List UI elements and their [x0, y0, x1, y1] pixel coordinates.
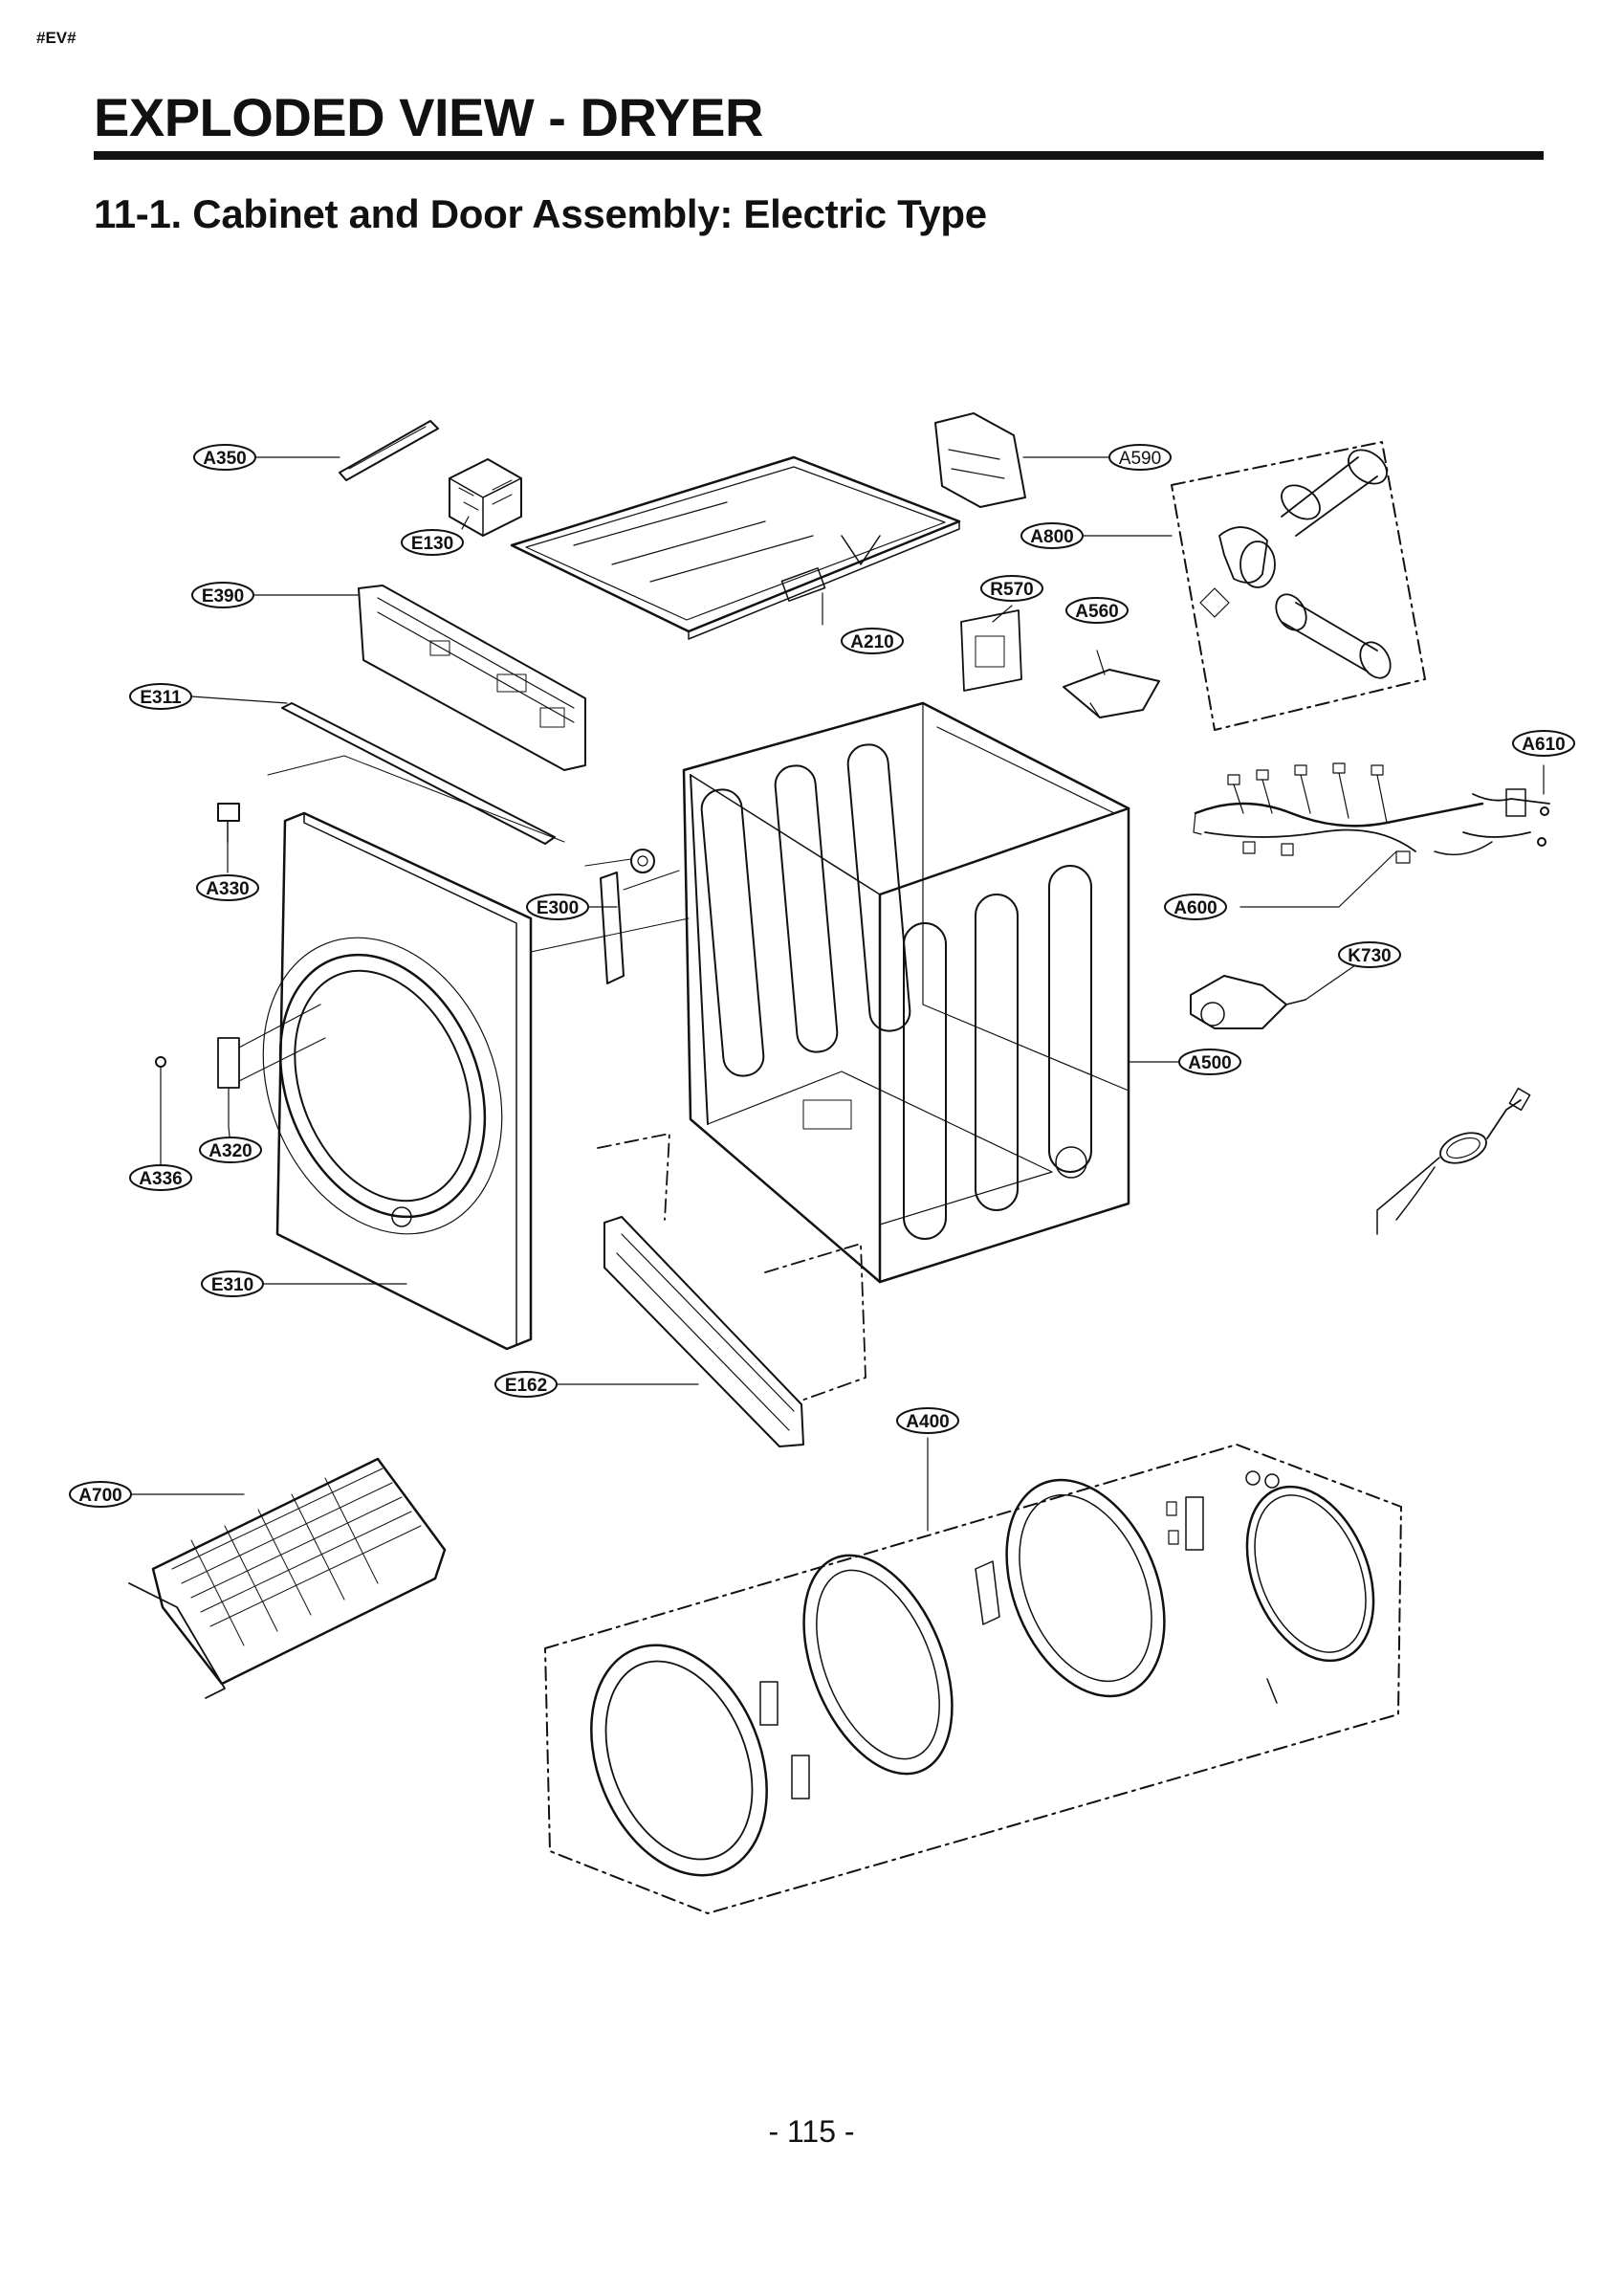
top-panel-part	[510, 455, 961, 640]
callout-label: A400	[906, 1412, 949, 1432]
switch-part-a330	[217, 803, 240, 843]
callout-a500: A500	[1178, 1049, 1241, 1075]
callout-label: E300	[537, 898, 579, 918]
screw-part-a336	[155, 1056, 166, 1149]
callout-label: E162	[505, 1376, 547, 1396]
page-title: EXPLODED VIEW - DRYER	[94, 87, 763, 147]
page-number: - 115 -	[768, 2114, 855, 2149]
duct-part-a560	[1063, 669, 1160, 718]
callout-label: A336	[139, 1169, 182, 1189]
callout-label: A350	[203, 449, 246, 469]
callout-label: A330	[206, 879, 249, 899]
hinge-part-e300	[584, 849, 680, 984]
section-title: 11-1. Cabinet and Door Assembly: Electri…	[94, 191, 987, 236]
trim-part-e311	[281, 702, 556, 845]
callout-e310: E310	[201, 1270, 264, 1297]
callout-label: E390	[202, 586, 244, 607]
callout-e300: E300	[526, 894, 589, 920]
drying-rack-part-a700	[128, 1457, 447, 1699]
door-assembly-part-a400	[544, 1444, 1402, 1914]
callout-e390: E390	[191, 582, 254, 608]
sensor-part-k730	[1190, 975, 1306, 1029]
latch-part-a320	[217, 1004, 326, 1128]
bracket-part-e390	[358, 585, 586, 771]
callout-label: A560	[1075, 602, 1118, 622]
callout-e130: E130	[401, 529, 464, 556]
callout-a610: A610	[1512, 730, 1575, 757]
doc-tag: #EV#	[36, 29, 77, 47]
callout-label: E130	[411, 534, 453, 554]
assembly-linkage-lines	[267, 755, 866, 1402]
bracket-part-a590	[934, 412, 1026, 508]
callout-label: A700	[78, 1486, 121, 1506]
module-part-e130	[449, 458, 522, 537]
plate-part-r570	[960, 609, 1022, 692]
cabinet-part-a500	[682, 701, 1130, 1284]
strip-part-a350	[339, 420, 439, 481]
callout-a320: A320	[199, 1137, 262, 1163]
leader-lines	[130, 456, 1545, 1532]
callout-a400: A400	[896, 1407, 959, 1434]
callout-a336: A336	[129, 1164, 192, 1191]
callout-a560: A560	[1065, 597, 1129, 624]
callout-label: A500	[1188, 1053, 1231, 1073]
callout-r570: R570	[980, 575, 1043, 602]
callout-label: A210	[850, 632, 893, 652]
callout-a350: A350	[193, 444, 256, 471]
callout-e311: E311	[129, 683, 192, 710]
title-rule	[94, 151, 1544, 160]
callout-a800: A800	[1020, 522, 1084, 549]
callout-a330: A330	[196, 874, 259, 901]
callout-label: A600	[1173, 898, 1217, 918]
power-cord-part	[1376, 1087, 1531, 1235]
callout-label: E311	[140, 688, 182, 708]
callout-label: A800	[1030, 527, 1073, 547]
wire-harness-part-a600	[1193, 762, 1484, 864]
callout-a210: A210	[841, 628, 904, 654]
callout-label: A320	[208, 1141, 252, 1161]
callout-label: K730	[1348, 946, 1391, 966]
callout-label: A590	[1119, 449, 1161, 469]
callout-label: R570	[990, 580, 1033, 600]
callout-a600: A600	[1164, 894, 1227, 920]
front-panel-part-e310	[262, 811, 533, 1351]
callout-k730: K730	[1338, 941, 1401, 968]
callout-e162: E162	[494, 1371, 558, 1398]
callout-label: A610	[1522, 735, 1565, 755]
callout-label: E310	[211, 1275, 253, 1295]
brace-part-e162	[603, 1216, 804, 1447]
harness-part-a610	[1434, 788, 1550, 856]
callout-a700: A700	[69, 1481, 132, 1508]
exhaust-kit-part-a800	[1171, 441, 1426, 731]
callout-a590: A590	[1108, 444, 1172, 471]
